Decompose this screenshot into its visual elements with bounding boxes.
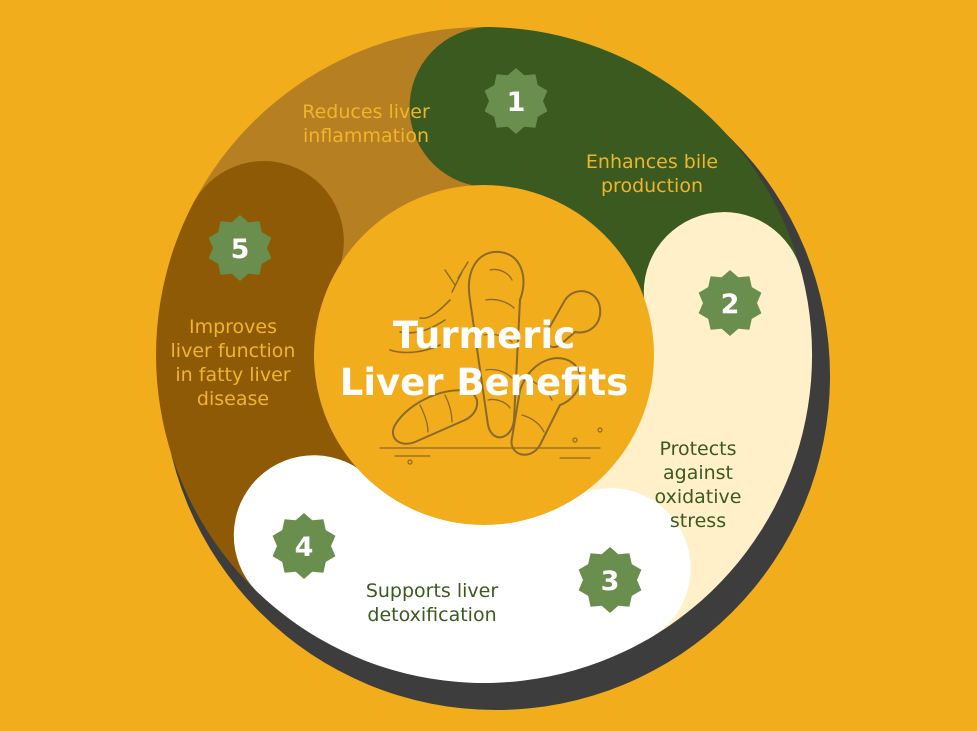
star-badge-icon [484,68,548,134]
segment-5-badge: 5 [208,215,272,281]
label-line: liver function [171,340,296,362]
segment-5-number: 5 [231,234,250,265]
label-line: against [663,462,733,484]
star-badge-icon [208,215,272,281]
label-line: oxidative [655,486,742,508]
segment-2-number: 2 [721,289,740,320]
label-line: Reduces liver [302,101,430,123]
label-line: Improves [189,316,277,338]
segment-2-badge: 2 [698,270,762,336]
segment-1-number: 1 [507,87,526,118]
label-line: Enhances bile [586,151,718,173]
segment-1-badge: 1 [484,68,548,134]
title-line-1: Turmeric [393,314,575,357]
segment-3-badge: 3 [578,547,642,613]
label-line: disease [197,388,269,410]
segment-3-number: 3 [601,566,620,597]
label-line: Protects [659,438,736,460]
label-line: inflammation [303,125,429,147]
star-badge-icon [698,270,762,336]
center-disc [314,185,654,525]
label-line: in fatty liver [175,364,290,386]
segment-4-badge: 4 [272,513,336,579]
label-line: production [601,175,703,197]
star-badge-icon [578,547,642,613]
turmeric-root-icon [379,250,603,465]
star-badge-icon [272,513,336,579]
label-line: Supports liver [366,580,499,602]
segment-4-number: 4 [295,532,314,563]
label-line: detoxification [367,604,496,626]
segment-4-petal [233,455,691,683]
label-line: stress [670,510,726,532]
title-line-2: Liver Benefits [340,361,628,404]
